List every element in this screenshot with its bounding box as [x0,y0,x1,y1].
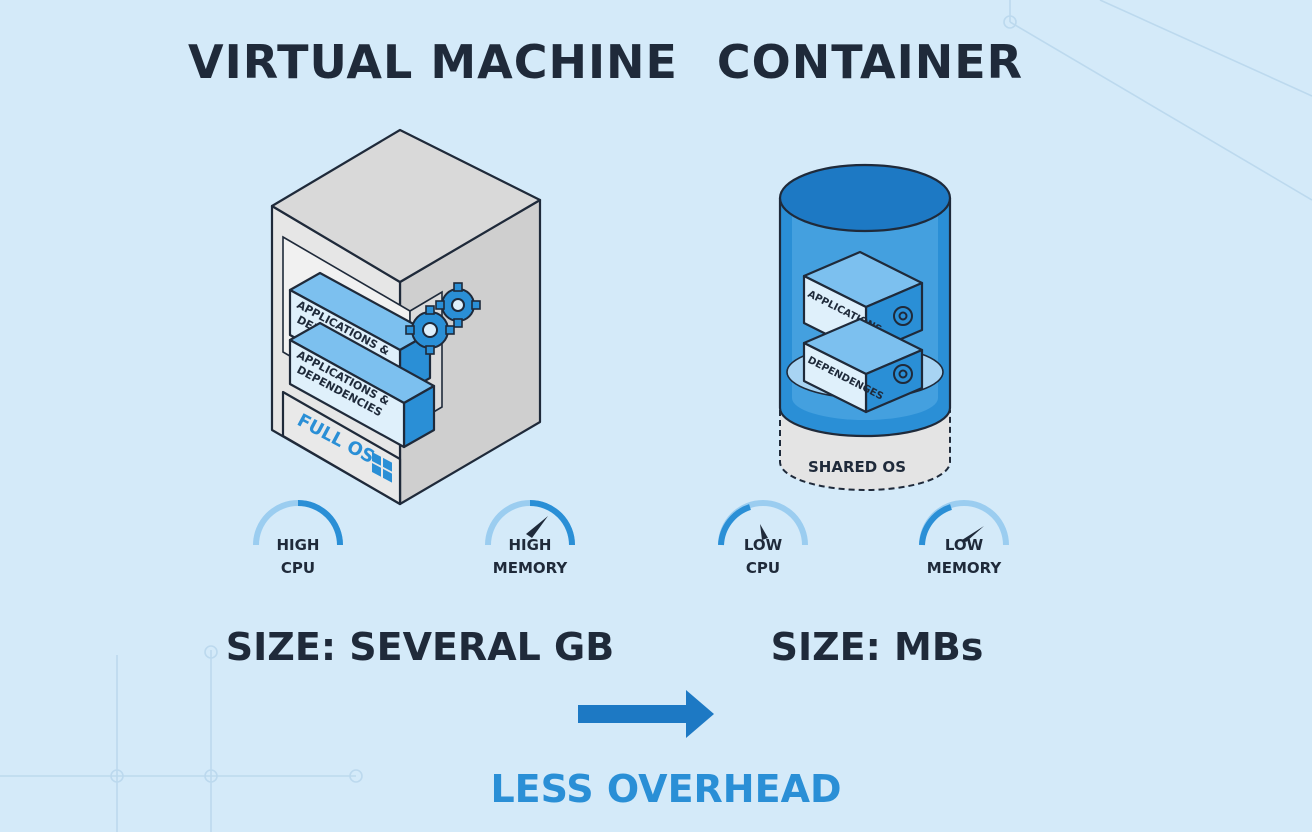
container-memory-gauge-label: MEMORY [927,559,1003,577]
less-overhead-caption: LESS OVERHEAD [490,767,841,811]
vm-memory-gauge: HIGH MEMORY [485,500,575,577]
container-os-label: SHARED OS [808,458,906,476]
windows-logo-icon [372,452,392,483]
container-cpu-gauge-label: CPU [746,559,780,577]
gear-icon [435,282,481,328]
container-memory-gauge-level: LOW [945,536,984,554]
container-memory-gauge: LOW MEMORY [919,500,1009,577]
vm-memory-gauge-level: HIGH [508,536,551,554]
vm-memory-gauge-label: MEMORY [493,559,569,577]
container-cpu-gauge-level: LOW [744,536,783,554]
gear-icon [893,306,913,326]
container-cpu-gauge: LOW CPU [718,500,808,577]
container-size: SIZE: MBs [771,625,984,669]
vm-cpu-gauge-level: HIGH [276,536,319,554]
vm-cpu-gauge: HIGH CPU [253,500,343,577]
gauge-needle [526,516,548,538]
gauge-needle [962,526,984,542]
vm-title: VIRTUAL MACHINE [188,35,678,89]
vm-app-block-2: APPLICATIONS & DEPENDENCIES [288,321,436,449]
vm-size: SIZE: SEVERAL GB [226,625,614,669]
gear-icon [893,364,913,384]
arrow-right-icon [578,690,714,738]
container-title: CONTAINER [717,35,1023,89]
vm-cpu-gauge-label: CPU [281,559,315,577]
gauge-needle [760,524,768,540]
gear-icon [405,305,455,355]
